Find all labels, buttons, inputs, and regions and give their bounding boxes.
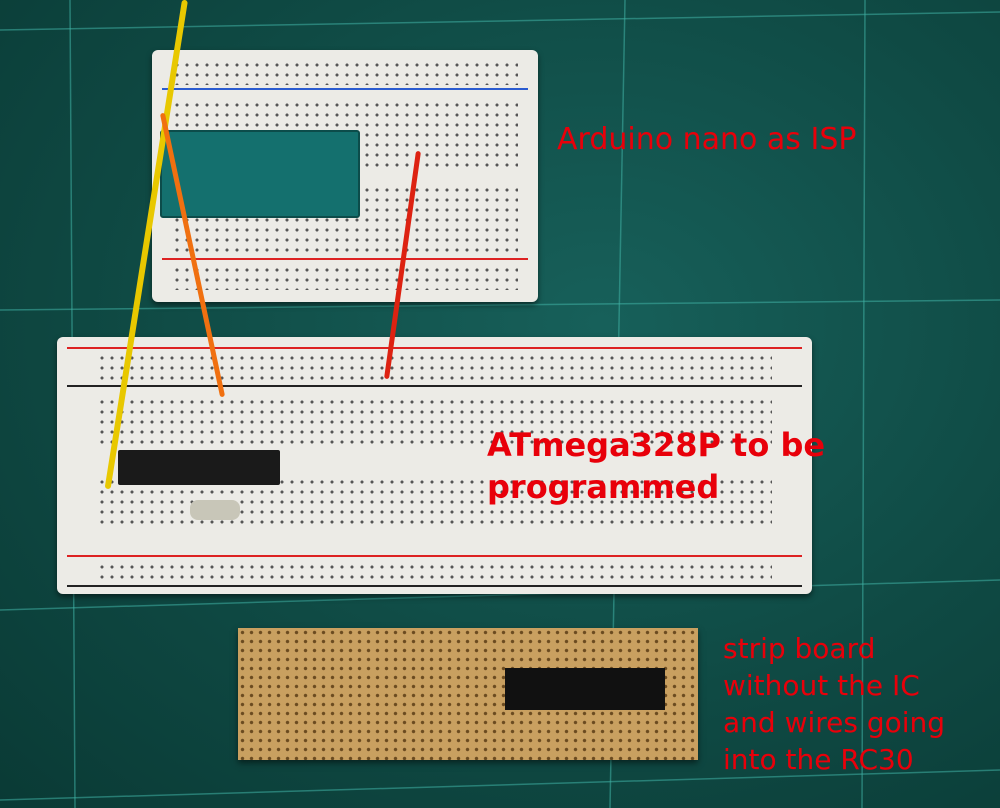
hole-grid <box>97 353 772 381</box>
hole-grid <box>172 265 518 290</box>
hole-grid <box>97 562 772 582</box>
annotation-atmega: ATmega328P to be programmed <box>487 424 825 508</box>
rail-black <box>67 585 802 587</box>
crystal <box>190 500 240 520</box>
hole-grid <box>172 60 518 85</box>
annotation-stripboard-line: into the RC30 <box>723 743 914 776</box>
ic-socket <box>505 668 665 710</box>
annotation-stripboard-line: and wires going <box>723 706 946 739</box>
stripboard <box>238 628 698 760</box>
rail-black <box>67 385 802 387</box>
annotation-atmega-line: programmed <box>487 468 720 506</box>
hole-grid <box>97 397 772 447</box>
rail-blue <box>162 88 528 90</box>
annotation-stripboard-line: strip board <box>723 632 876 665</box>
arduino-nano <box>160 130 360 218</box>
annotation-stripboard-line: without the IC <box>723 669 920 702</box>
annotation-atmega-line: ATmega328P to be <box>487 426 826 464</box>
rail-red <box>67 555 802 557</box>
annotation-stripboard: strip board without the IC and wires goi… <box>723 630 945 778</box>
annotation-nano: Arduino nano as ISP <box>557 122 857 157</box>
rail-red <box>67 347 802 349</box>
rail-red <box>162 258 528 260</box>
atmega-chip <box>118 450 280 485</box>
